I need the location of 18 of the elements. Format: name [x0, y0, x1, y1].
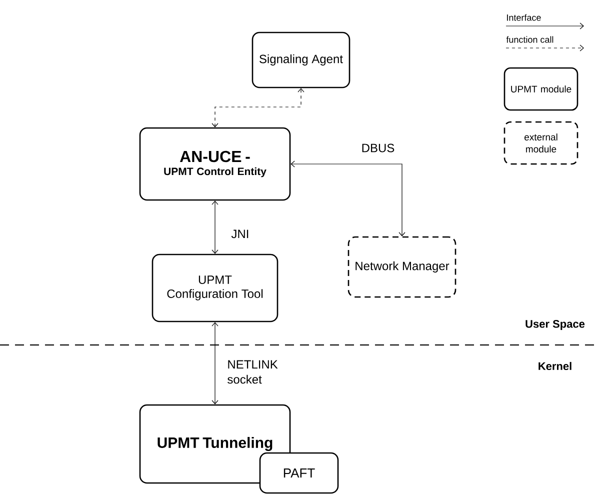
arrow	[212, 200, 218, 254]
module-box: UPMT Configuration Tool	[152, 254, 278, 322]
region-label: Kernel	[538, 362, 572, 370]
arrow	[212, 322, 218, 404]
edge-label: DBUS	[362, 144, 394, 152]
legend-text: function call	[506, 36, 554, 43]
edge-label: JNI	[231, 230, 248, 238]
arrow	[212, 88, 304, 128]
edge-label: NETLINK socket	[228, 360, 278, 384]
legend-box: UPMT module	[504, 67, 578, 111]
module-box: AN-UCE - UPMT Control Entity	[139, 127, 291, 201]
region-label: User Space	[526, 320, 585, 330]
module-box: PAFT	[259, 452, 339, 494]
legend-text: Interface	[507, 14, 541, 21]
legend-box: external module	[504, 121, 578, 165]
arrow	[290, 160, 406, 236]
module-box: Network Manager	[348, 236, 456, 298]
module-box: Signaling Agent	[252, 32, 350, 88]
